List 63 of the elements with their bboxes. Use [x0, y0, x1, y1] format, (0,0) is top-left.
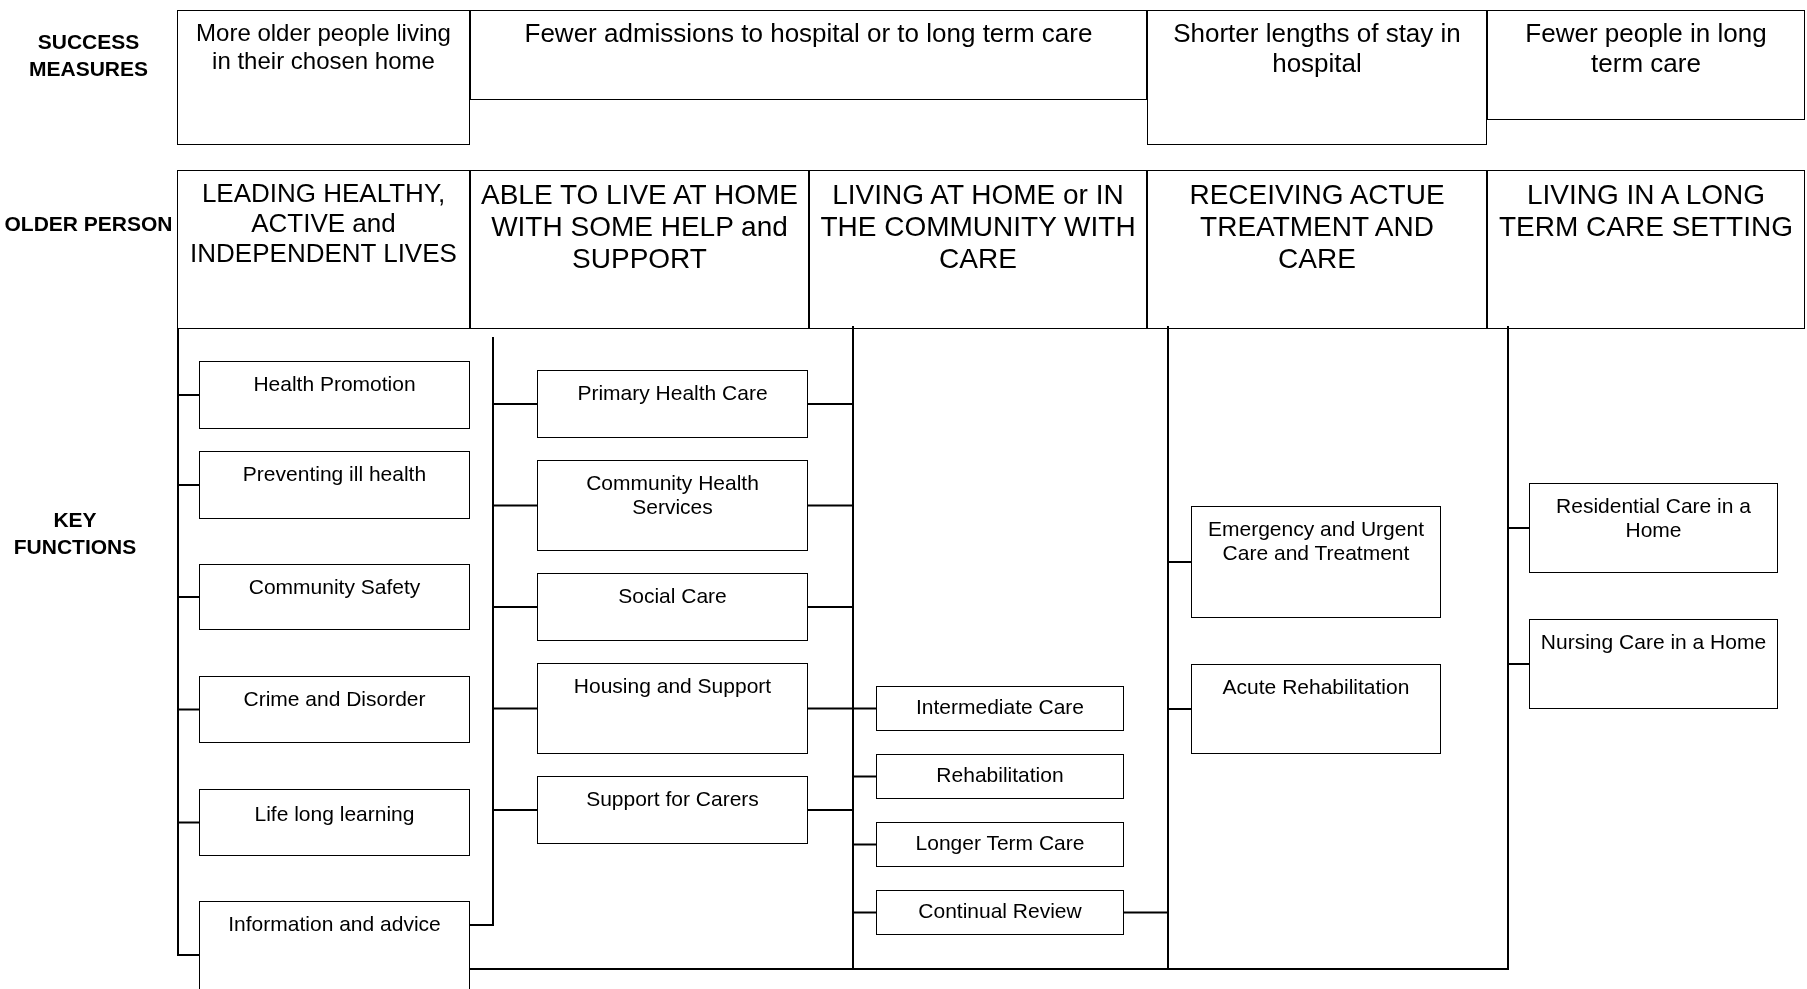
function-box: Support for Carers [537, 776, 808, 844]
row-label: OLDER PERSON [3, 211, 174, 237]
stage-header-box: RECEIVING ACTUE TREATMENT AND CARE [1147, 170, 1487, 329]
bus-line [1507, 326, 1509, 970]
row-label: KEY FUNCTIONS [12, 507, 138, 561]
function-box: Crime and Disorder [199, 676, 470, 743]
connector-line [492, 606, 538, 608]
function-box: Life long learning [199, 789, 470, 856]
connector-line [807, 809, 854, 811]
stage-header-box: ABLE TO LIVE AT HOME WITH SOME HELP and SUPPORT [470, 170, 809, 329]
connector-line [177, 708, 200, 711]
measure-box: Fewer people in long term care [1487, 10, 1805, 120]
connector-line [492, 504, 538, 507]
function-box: Emergency and Urgent Care and Treatment [1191, 506, 1441, 618]
connector-line [177, 394, 200, 396]
connector-line [1507, 663, 1530, 665]
connector-line [1507, 527, 1530, 529]
function-box: Rehabilitation [876, 754, 1124, 799]
connector-line [177, 821, 200, 824]
connector-line [177, 596, 200, 598]
function-box: Intermediate Care [876, 686, 1124, 731]
function-box: Nursing Care in a Home [1529, 619, 1778, 709]
function-box: Primary Health Care [537, 370, 808, 438]
function-box: Acute Rehabilitation [1191, 664, 1441, 754]
connector-line [807, 403, 854, 405]
function-box: Community Health Services [537, 460, 808, 551]
bus-line [852, 326, 854, 970]
measure-box: Fewer admissions to hospital or to long term care [470, 10, 1147, 100]
measure-box: Shorter lengths of stay in hospital [1147, 10, 1487, 145]
connector-line [852, 707, 877, 710]
connector-line [852, 911, 877, 914]
connector-line [852, 843, 877, 846]
function-box: Housing and Support [537, 663, 808, 754]
function-box: Continual Review [876, 890, 1124, 935]
connector-line [807, 606, 854, 608]
connector-line [177, 484, 200, 486]
connector-line [807, 504, 854, 507]
connector-line [492, 707, 538, 710]
stage-header-box: LIVING AT HOME or IN THE COMMUNITY WITH CARE [809, 170, 1147, 329]
measure-box: More older people living in their chosen home [177, 10, 470, 145]
connector-line [1167, 561, 1192, 563]
function-box: Social Care [537, 573, 808, 641]
function-box: Health Promotion [199, 361, 470, 429]
stage-header-box: LIVING IN A LONG TERM CARE SETTING [1487, 170, 1805, 329]
bus-line [1167, 326, 1169, 970]
function-box: Community Safety [199, 564, 470, 630]
function-box: Preventing ill health [199, 451, 470, 519]
connector-line [469, 924, 494, 926]
connector-line [177, 954, 200, 956]
bus-line [492, 337, 494, 926]
connector-line [469, 968, 1509, 970]
function-box: Longer Term Care [876, 822, 1124, 867]
connector-line [807, 707, 854, 710]
connector-line [492, 403, 538, 405]
connector-line [1167, 708, 1192, 710]
function-box: Residential Care in a Home [1529, 483, 1778, 573]
connector-line [852, 775, 877, 778]
stage-header-box: LEADING HEALTHY, ACTIVE and INDEPENDENT LIVES [177, 170, 470, 329]
row-label: SUCCESS MEASURES [28, 29, 149, 83]
function-box: Information and advice [199, 901, 470, 989]
connector-line [1123, 911, 1169, 914]
bus-line [177, 329, 179, 956]
connector-line [492, 809, 538, 811]
